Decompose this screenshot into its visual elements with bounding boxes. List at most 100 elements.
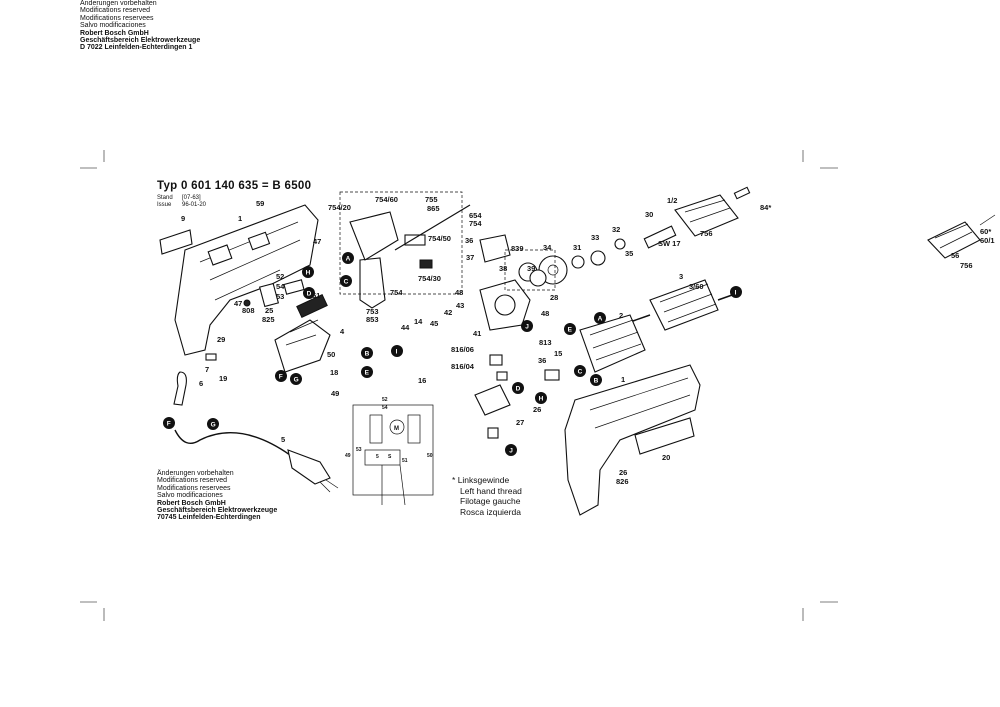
schematic-label-5: 5 xyxy=(376,454,379,460)
part-label-1b: 1 xyxy=(621,375,625,384)
switch-unit xyxy=(274,293,331,373)
armature-rotor xyxy=(629,279,736,331)
power-cord xyxy=(174,429,339,493)
svg-text:I: I xyxy=(396,349,398,356)
marker-j2: J xyxy=(521,320,533,332)
marker-c2: C xyxy=(574,365,586,377)
thread-note-fr: Filotage gauche xyxy=(460,496,521,506)
header-bottom-address: 70745 Leinfelden-Echterdingen xyxy=(157,514,261,522)
connection-markers: A H C D B I E F G F G D H J J A E C B I xyxy=(163,252,742,456)
part-label-44: 44 xyxy=(401,323,410,332)
part-label-48: 48 xyxy=(455,288,463,297)
part-label-18: 18 xyxy=(330,368,338,377)
header-bottom-line: Änderungen vorbehalten xyxy=(157,470,234,477)
marker-b1: B xyxy=(361,347,373,359)
stand-label: Stand xyxy=(157,195,173,201)
wiring-schematic xyxy=(352,404,434,506)
part-label-42: 42 xyxy=(444,308,452,317)
header-bottom: Änderungen vorbehalten Modifications res… xyxy=(157,470,277,522)
keyless-chuck xyxy=(927,214,996,259)
part-label-28: 28 xyxy=(550,293,558,302)
part-label-853: 853 xyxy=(366,315,379,324)
part-label-654: 654 xyxy=(469,211,482,220)
header-bottom-line: Salvo modificaciones xyxy=(157,492,223,500)
part-label-37: 37 xyxy=(466,253,474,262)
svg-text:C: C xyxy=(344,279,349,286)
header-top-line: Salvo modificaciones xyxy=(80,22,146,30)
marker-a1: A xyxy=(342,252,354,264)
part-label-754-20: 754/20 xyxy=(328,203,351,212)
marker-a2: A xyxy=(594,312,606,324)
part-label-47b: 47 xyxy=(234,299,242,308)
field-stator xyxy=(579,314,646,373)
part-label-38: 38 xyxy=(499,264,507,273)
part-label-60: 60* xyxy=(980,227,991,236)
header-bottom-line: Modifications reserved xyxy=(157,477,228,485)
part-label-816-04: 816/04 xyxy=(451,362,475,371)
part-label-54: 54 xyxy=(276,282,285,291)
part-label-39: 39 xyxy=(527,264,535,273)
part-label-20: 20 xyxy=(662,453,670,462)
wrench-size-label: SW 17 xyxy=(658,239,681,248)
marker-d2: D xyxy=(512,382,524,394)
part-label-754-60: 754/60 xyxy=(375,195,398,204)
issue-value: 96-01-20 xyxy=(182,202,207,208)
header-bottom-company: Robert Bosch GmbH xyxy=(157,499,226,507)
part-label-5: 5 xyxy=(281,435,285,444)
svg-text:J: J xyxy=(509,448,513,455)
thread-note-es: Rosca izquierda xyxy=(460,506,521,517)
part-label-754b: 754 xyxy=(390,288,403,297)
part-label-29: 29 xyxy=(217,335,225,344)
header-top-line: Änderungen vorbehalten xyxy=(80,0,157,7)
drawing-title: Typ 0 601 140 635 = B 6500 xyxy=(157,180,312,192)
part-label-51: 51 xyxy=(312,291,320,300)
thread-note-de: Linksgewinde xyxy=(457,475,510,485)
accessory-group-box xyxy=(339,191,463,295)
part-label-60-1: 60/1 xyxy=(980,236,995,245)
spindle-assembly xyxy=(643,186,751,249)
svg-text:A: A xyxy=(346,256,351,263)
header-top: Änderungen vorbehalten Modifications res… xyxy=(80,0,200,52)
part-label-7: 7 xyxy=(205,365,209,374)
part-label-36b: 36 xyxy=(538,356,546,365)
marker-i2: I xyxy=(730,286,742,298)
schematic-label-54: 54 xyxy=(382,405,388,411)
gear-set xyxy=(518,238,626,287)
cable-clamp-parts xyxy=(205,279,305,361)
part-label-3-60: 3/60 xyxy=(689,282,704,291)
marker-e2: E xyxy=(564,323,576,335)
part-label-47: 47 xyxy=(313,237,321,246)
brush-holders xyxy=(474,354,560,439)
part-label-865: 865 xyxy=(427,204,440,213)
part-label-30: 30 xyxy=(645,210,653,219)
marker-h1: H xyxy=(302,266,314,278)
part-label-813: 813 xyxy=(539,338,552,347)
svg-text:H: H xyxy=(306,270,311,277)
gear-housing xyxy=(479,234,531,331)
asterisk-symbol: * xyxy=(452,475,456,485)
header-top-division: Geschäftsbereich Elektrowerkzeuge xyxy=(80,37,201,45)
marker-d1: D xyxy=(303,287,315,299)
thread-note-en: Left hand thread xyxy=(460,485,522,496)
marker-j1: J xyxy=(505,444,517,456)
header-bottom-division: Geschäftsbereich Elektrowerkzeuge xyxy=(157,507,278,515)
header-top-line: Modifications reserved xyxy=(80,7,151,15)
part-label-839: 839 xyxy=(511,244,524,253)
marker-h2: H xyxy=(535,392,547,404)
part-label-754: 754 xyxy=(469,219,482,228)
schematic-label-50: 50 xyxy=(427,453,433,459)
svg-text:E: E xyxy=(365,370,370,377)
svg-text:E: E xyxy=(568,327,573,334)
part-label-31: 31 xyxy=(573,243,581,252)
stand-value: [07-63] xyxy=(182,195,201,201)
svg-text:B: B xyxy=(594,378,599,385)
part-label-1: 1 xyxy=(238,214,242,223)
svg-text:A: A xyxy=(598,316,603,323)
part-label-33: 33 xyxy=(591,233,599,242)
svg-text:F: F xyxy=(279,374,283,381)
schematic-label-switch: S xyxy=(388,454,392,460)
svg-text:D: D xyxy=(307,291,312,298)
part-label-53: 53 xyxy=(276,292,284,301)
part-label-14: 14 xyxy=(414,317,423,326)
